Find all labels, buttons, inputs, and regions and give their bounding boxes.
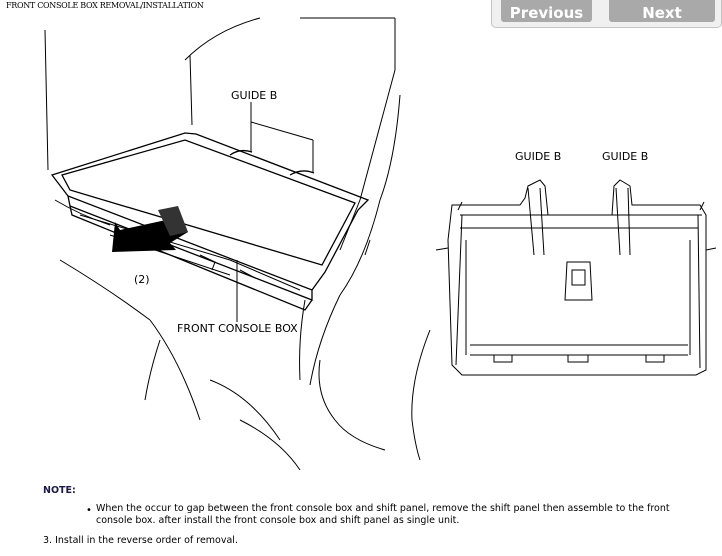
guide-b-label-left: GUIDE B: [231, 89, 277, 102]
next-button[interactable]: Next: [609, 0, 715, 22]
previous-button[interactable]: Previous: [501, 0, 592, 22]
page-title: FRONT CONSOLE BOX REMOVAL/INSTALLATION: [6, 1, 204, 10]
front-console-box-label: FRONT CONSOLE BOX: [177, 322, 298, 335]
guide-b-label-detail-2: GUIDE B: [602, 150, 648, 163]
guide-b-label-detail-1: GUIDE B: [515, 150, 561, 163]
note-bullet: •: [86, 505, 92, 516]
navigation-bar: Previous Next: [491, 0, 722, 28]
removal-arrow: [112, 206, 188, 252]
note-heading: NOTE:: [43, 485, 76, 496]
guide-b-leader-left: [250, 102, 314, 172]
guide-b-detail-view: [435, 179, 717, 376]
step-number-label: (2): [134, 273, 150, 286]
vehicle-interior-lines: [44, 17, 431, 471]
console-box-illustration: GUIDE B (2) FRONT CONSOLE BOX GUIDE B GU…: [44, 17, 717, 471]
step-text: 3. Install in the reverse order of remov…: [43, 535, 238, 546]
note-text: When the occur to gap between the front …: [96, 503, 670, 526]
